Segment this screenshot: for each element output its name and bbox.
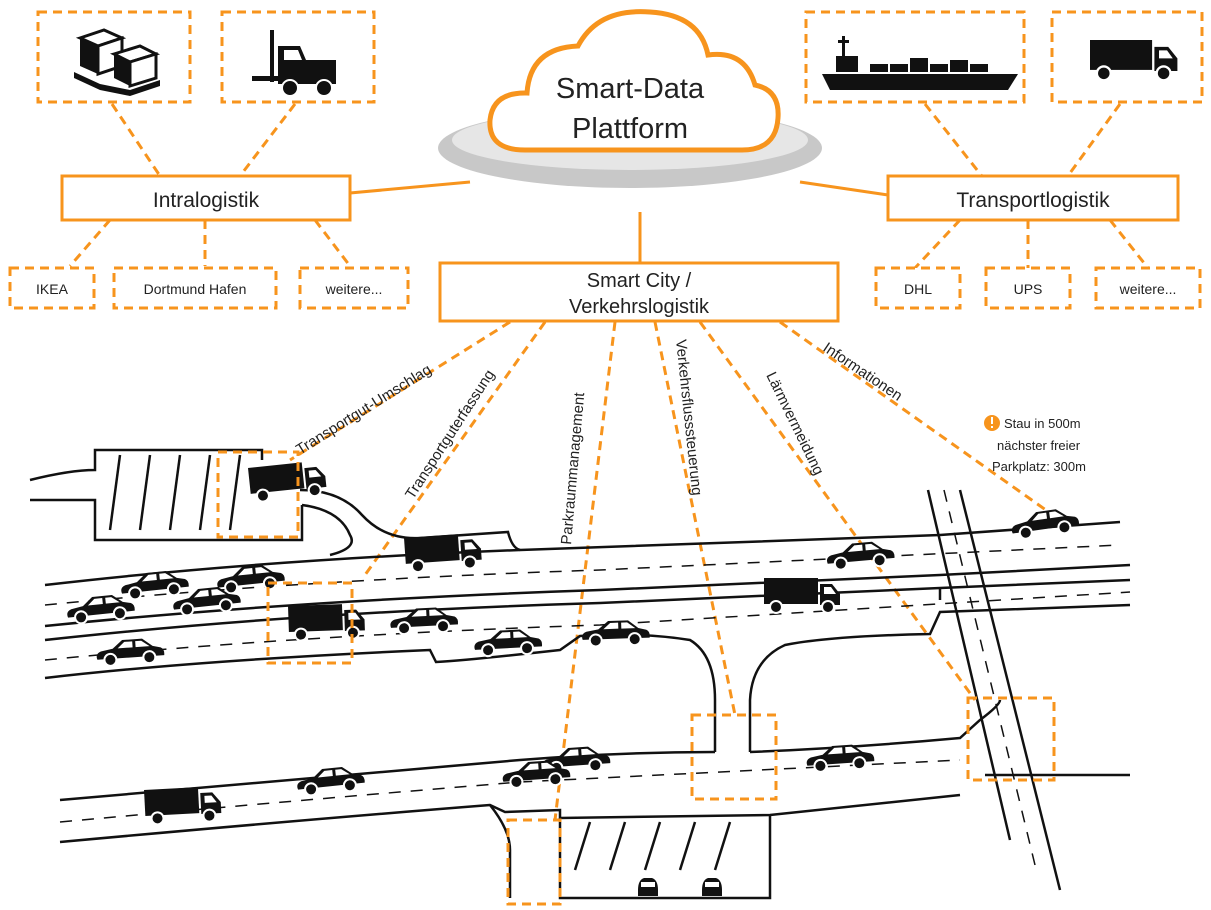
transportlogistik-label: Transportlogistik [956,189,1110,212]
car-5 [94,636,166,668]
sub-box-dortmund-hafen: Dortmund Hafen [112,266,278,310]
intralogistik-icon-boxes [36,10,376,104]
topic-transportgut-umschlag: Transportgut-Umschlag [293,361,434,458]
intralogistik-box: Intralogistik [60,174,352,222]
svg-text:weitere...: weitere... [325,281,383,297]
boxes-on-pallet-icon [74,28,161,96]
highlight-zones [216,450,1056,906]
smartcity-box: Smart City / Verkehrslogistik [438,261,840,323]
sub-box-dhl: DHL [874,266,962,310]
notice-line1: Stau in 500m [1004,416,1081,431]
transportlogistik-box: Transportlogistik [886,174,1180,222]
intralogistik-label: Intralogistik [153,189,260,212]
platform-title-line1: Smart-Data [556,73,705,105]
truck-icon [1088,38,1179,82]
connector-lines [349,180,889,263]
car-10 [1008,505,1082,542]
truck-lower [143,785,223,826]
dashed-connectors [68,103,1150,821]
parked-car-1 [638,878,658,896]
transportlogistik-sub-boxes: DHL UPS weitere... [874,266,1202,310]
smartcity-label-line1: Smart City / [587,270,692,292]
svg-text:Dortmund Hafen: Dortmund Hafen [144,281,247,297]
smartcity-label-line2: Verkehrslogistik [569,296,710,318]
parked-car-2 [702,878,722,896]
notice-line3: Parkplatz: 300m [992,459,1086,474]
topic-transportguterfassung: Transportguterfassung [402,367,498,502]
car-9 [824,538,897,572]
sub-box-weitere-transport: weitere... [1094,266,1202,310]
truck-highway-left [287,602,367,642]
sub-box-weitere-intra: weitere... [298,266,410,310]
notice-line2: nächster freier [997,438,1081,453]
car-7 [472,627,544,658]
traffic-notice: Stau in 500m nächster freier Parkplatz: … [984,415,1086,474]
truck-lot [247,459,329,504]
topic-informationen: Informationen [820,339,906,404]
transportlogistik-icon-boxes [804,10,1204,104]
sub-box-ups: UPS [984,266,1072,310]
truck-highway-right [763,577,841,614]
road-network [29,448,1131,900]
truck-ramp [403,531,484,574]
svg-text:UPS: UPS [1014,281,1043,297]
car-1 [118,567,191,602]
svg-text:weitere...: weitere... [1119,281,1177,297]
sub-box-ikea: IKEA [8,266,96,310]
topic-verkehrsflusssteuerung: Verkehrsflusssteuerung [672,339,705,497]
car-8 [580,618,652,648]
smart-data-platform: Smart-Data Plattform [438,9,822,188]
intralogistik-sub-boxes: IKEA Dortmund Hafen weitere... [8,266,410,310]
svg-text:IKEA: IKEA [36,281,69,297]
platform-title-line2: Plattform [572,113,688,145]
forklift-icon [252,30,336,97]
svg-text:DHL: DHL [904,281,932,297]
topic-parkraummanagement: Parkraummanagement [558,391,588,545]
car-11 [294,763,367,798]
cloud-icon [487,9,781,153]
container-ship-icon [822,36,1018,90]
